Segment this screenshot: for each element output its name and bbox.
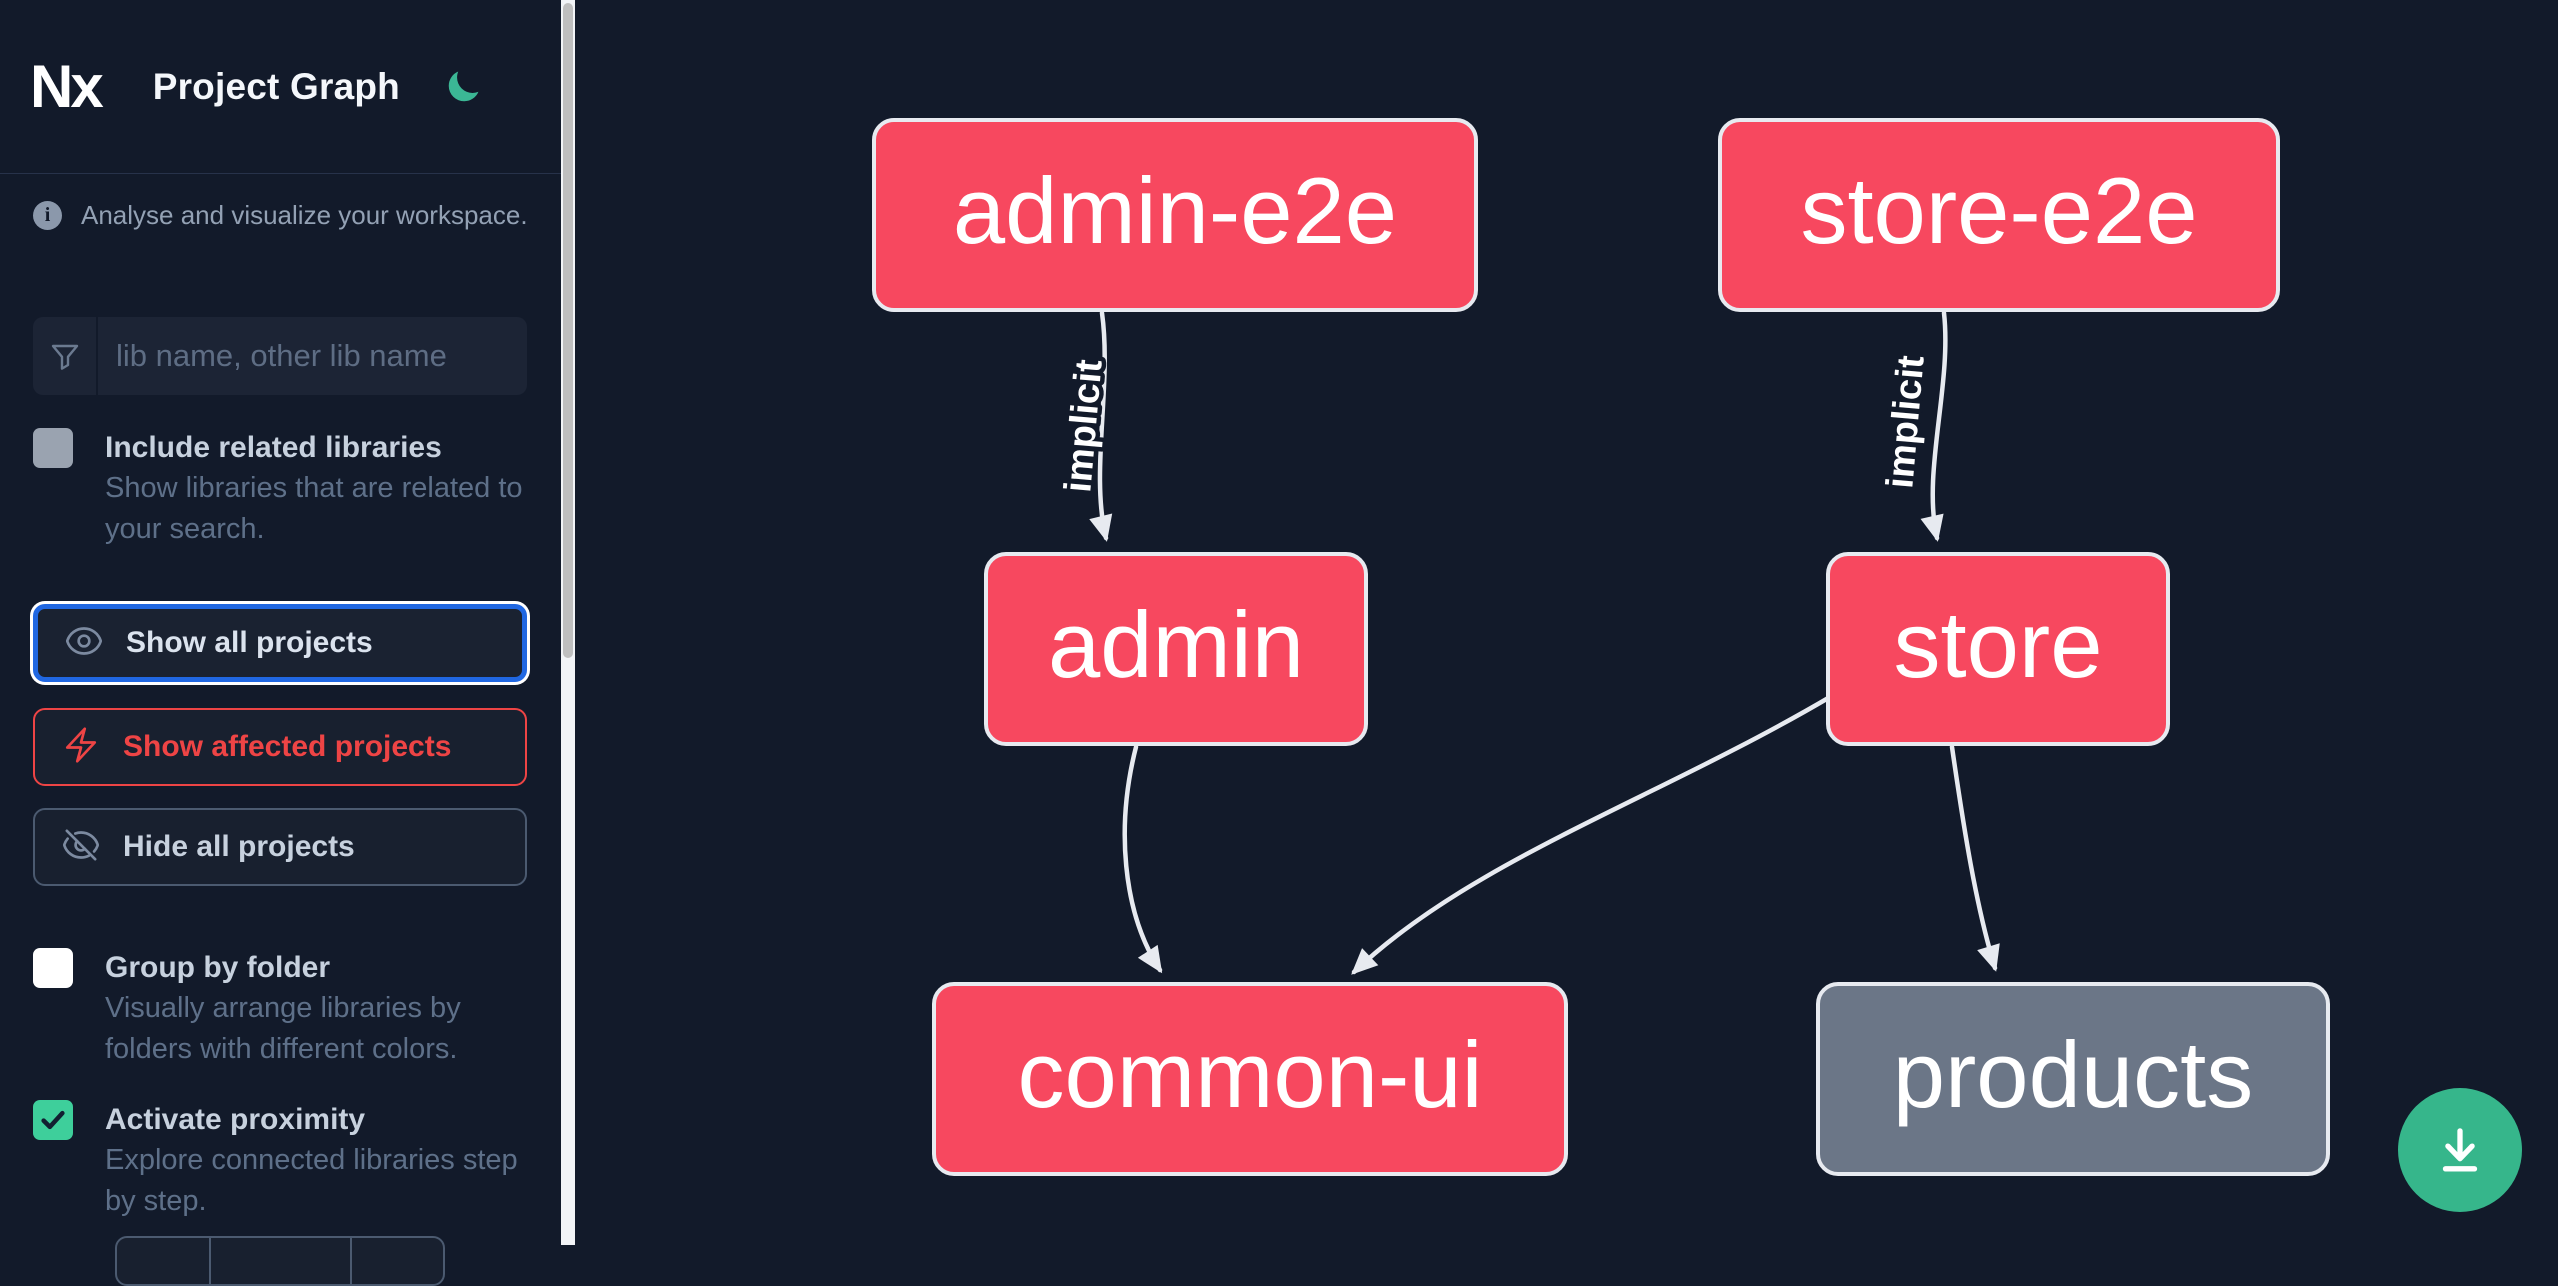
check-icon <box>41 1110 65 1130</box>
toggle-description: your search. <box>105 513 265 545</box>
theme-toggle-moon-icon[interactable] <box>444 68 482 106</box>
toggle-group-by-folder: Group by folder Visually arrange librari… <box>33 948 525 1070</box>
graph-edges-layer: implicit implicit <box>1057 310 2000 975</box>
search-input[interactable] <box>98 317 527 395</box>
checkbox-activate-proximity[interactable] <box>33 1100 73 1140</box>
toggle-label: Group by folder <box>105 951 330 984</box>
graph-node-common-ui[interactable]: common-ui <box>932 982 1568 1176</box>
show-all-projects-button[interactable]: Show all projects <box>33 604 527 682</box>
graph-node-store[interactable]: store <box>1826 552 2170 746</box>
edge-admin-to-common-ui[interactable] <box>1122 744 1163 974</box>
graph-node-admin[interactable]: admin <box>984 552 1368 746</box>
info-icon: i <box>33 201 62 230</box>
edge-label-implicit: implicit <box>1057 358 1110 495</box>
workspace-info-row: i Analyse and visualize your workspace. <box>33 200 528 231</box>
filter-funnel-icon <box>33 317 98 395</box>
sidebar-scrollbar-track <box>561 0 575 1245</box>
checkbox-include-related-libraries[interactable] <box>33 428 73 468</box>
toggle-text: Include related libraries Show libraries… <box>105 428 525 550</box>
edge-admin-e2e-to-admin[interactable] <box>1089 310 1113 542</box>
eye-icon <box>64 621 104 666</box>
edge-label-implicit: implicit <box>1879 354 1932 491</box>
hide-all-projects-button[interactable]: Hide all projects <box>33 808 527 886</box>
toggle-description: Visually arrange libraries by <box>105 992 461 1024</box>
graph-node-admin-e2e[interactable]: admin-e2e <box>872 118 1478 312</box>
graph-node-products[interactable]: products <box>1816 982 2330 1176</box>
toggle-include-related-libraries: Include related libraries Show libraries… <box>33 428 525 550</box>
download-icon <box>2431 1120 2489 1181</box>
nx-logo: Nx <box>30 52 104 120</box>
toggle-description: by step. <box>105 1185 207 1217</box>
toggle-text: Group by folder Visually arrange librari… <box>105 948 525 1070</box>
sidebar-scrollbar-thumb[interactable] <box>563 3 573 658</box>
toggle-label: Include related libraries <box>105 431 442 464</box>
toggle-description: Show libraries that are related to <box>105 472 523 504</box>
sidebar: Nx Project Graph i Analyse and visualize… <box>0 0 562 1286</box>
graph-node-store-e2e[interactable]: store-e2e <box>1718 118 2280 312</box>
sidebar-header: Nx Project Graph <box>0 0 562 174</box>
button-label: Hide all projects <box>123 830 355 863</box>
button-label: Show affected projects <box>123 730 452 763</box>
info-text: Analyse and visualize your workspace. <box>81 200 528 230</box>
toggle-description: Explore connected libraries step <box>105 1144 518 1176</box>
edge-store-to-common-ui[interactable] <box>1351 694 1833 975</box>
eye-off-icon <box>61 825 101 870</box>
graph-canvas: implicit implicit admin-e2e store-e2e ad… <box>872 118 2522 1212</box>
show-affected-projects-button[interactable]: Show affected projects <box>33 708 527 786</box>
toggle-description: folders with different colors. <box>105 1033 458 1065</box>
search-box <box>33 317 527 395</box>
toggle-text: Activate proximity Explore connected lib… <box>105 1100 525 1222</box>
toggle-label: Activate proximity <box>105 1103 366 1136</box>
proximity-depth-stepper <box>115 1236 445 1286</box>
bolt-icon <box>61 725 101 770</box>
button-label: Show all projects <box>126 626 373 659</box>
checkbox-group-by-folder[interactable] <box>33 948 73 988</box>
page-title: Project Graph <box>152 65 400 107</box>
download-graph-button[interactable] <box>2398 1088 2522 1212</box>
toggle-activate-proximity: Activate proximity Explore connected lib… <box>33 1100 525 1222</box>
edge-store-to-products[interactable] <box>1949 744 2000 972</box>
edge-store-e2e-to-store[interactable] <box>1920 310 1948 542</box>
